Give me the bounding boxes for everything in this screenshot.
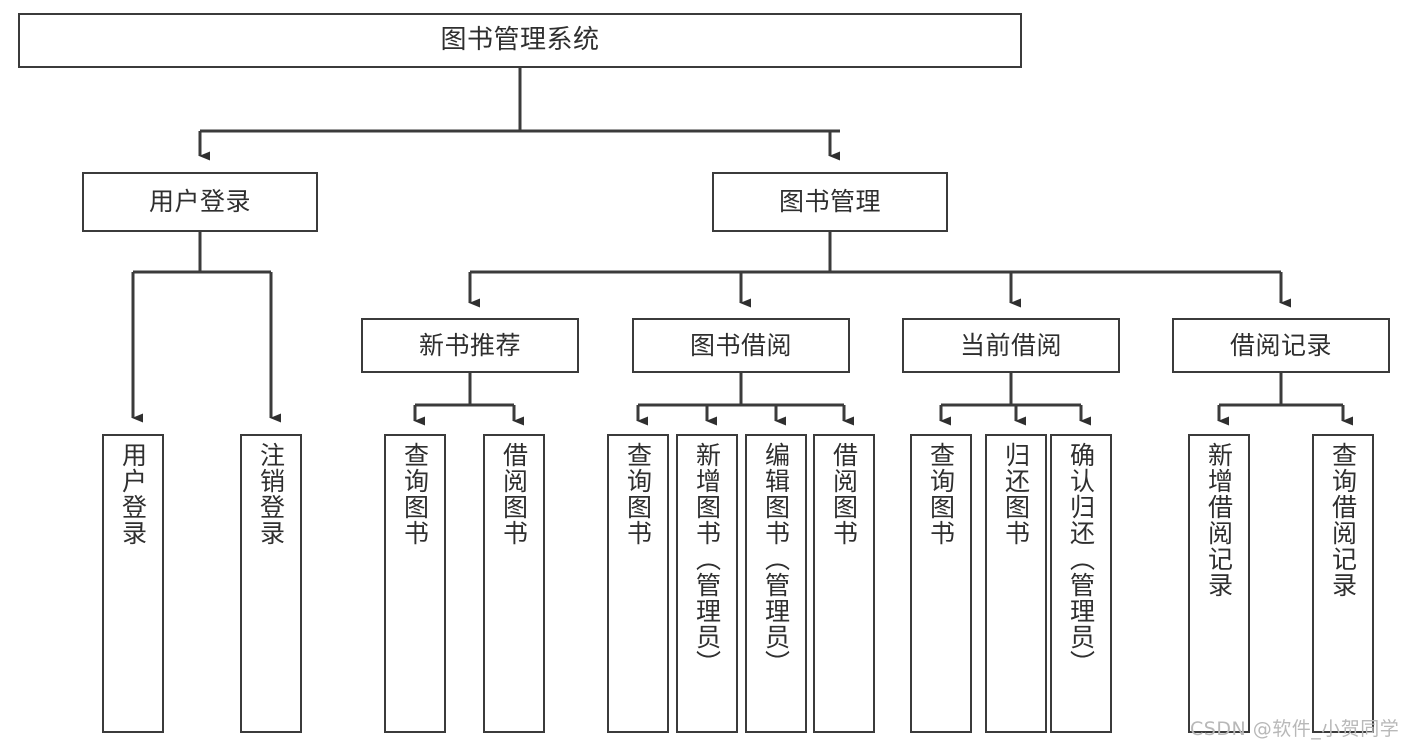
leaf-edit-book-admin[interactable]: 编辑图书（管理员） (745, 434, 807, 733)
leaf-query-book-newbook[interactable]: 查询图书 (384, 434, 446, 733)
leaf-user-login[interactable]: 用户登录 (102, 434, 164, 733)
leaf-label: 查询图书 (623, 442, 653, 546)
leaf-borrow-book-newbook[interactable]: 借阅图书 (483, 434, 545, 733)
leaf-query-book-current[interactable]: 查询图书 (910, 434, 972, 733)
leaf-label: 新增借阅记录 (1204, 442, 1234, 598)
leaf-label: 新增图书（管理员） (692, 442, 722, 676)
node-current-borrow-label: 当前借阅 (959, 330, 1062, 360)
node-borrow-record[interactable]: 借阅记录 (1172, 318, 1390, 373)
leaf-label: 借阅图书 (499, 442, 529, 546)
leaf-label: 用户登录 (118, 442, 148, 546)
node-book-borrow[interactable]: 图书借阅 (632, 318, 850, 373)
leaf-confirm-return-admin[interactable]: 确认归还（管理员） (1050, 434, 1112, 733)
leaf-borrow-book[interactable]: 借阅图书 (813, 434, 875, 733)
leaf-label: 查询图书 (400, 442, 430, 546)
node-book-management[interactable]: 图书管理 (712, 172, 948, 232)
leaf-label: 借阅图书 (829, 442, 859, 546)
node-borrow-record-label: 借阅记录 (1229, 330, 1332, 360)
leaf-return-book[interactable]: 归还图书 (985, 434, 1047, 733)
node-book-borrow-label: 图书借阅 (689, 330, 792, 360)
node-new-book-recommend-label: 新书推荐 (418, 330, 521, 360)
leaf-label: 查询借阅记录 (1328, 442, 1358, 598)
leaf-add-book-admin[interactable]: 新增图书（管理员） (676, 434, 738, 733)
node-book-management-label: 图书管理 (778, 187, 881, 217)
leaf-logout[interactable]: 注销登录 (240, 434, 302, 733)
csdn-watermark: CSDN @软件_小贺同学 (1190, 718, 1400, 740)
node-root[interactable]: 图书管理系统 (18, 13, 1022, 68)
node-user-login-label: 用户登录 (148, 187, 251, 217)
leaf-query-borrow-record[interactable]: 查询借阅记录 (1312, 434, 1374, 733)
node-new-book-recommend[interactable]: 新书推荐 (361, 318, 579, 373)
node-current-borrow[interactable]: 当前借阅 (902, 318, 1120, 373)
leaf-label: 确认归还（管理员） (1066, 442, 1096, 676)
node-root-label: 图书管理系统 (440, 25, 600, 56)
leaf-label: 注销登录 (256, 442, 286, 546)
leaf-label: 编辑图书（管理员） (761, 442, 791, 676)
leaf-add-borrow-record[interactable]: 新增借阅记录 (1188, 434, 1250, 733)
leaf-label: 查询图书 (926, 442, 956, 546)
leaf-query-book-borrow[interactable]: 查询图书 (607, 434, 669, 733)
node-user-login[interactable]: 用户登录 (82, 172, 318, 232)
leaf-label: 归还图书 (1001, 442, 1031, 546)
